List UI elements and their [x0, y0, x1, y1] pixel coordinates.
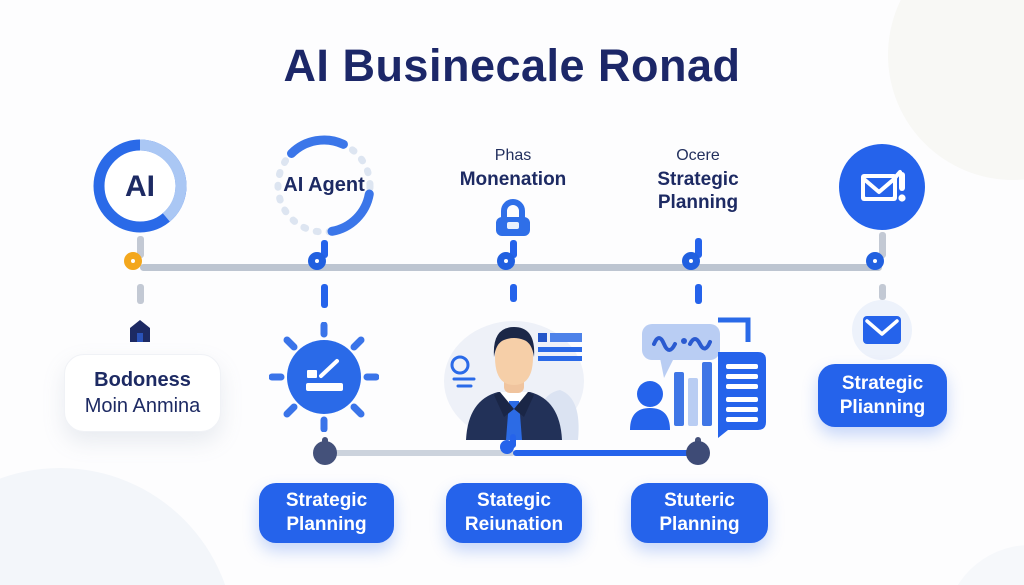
phase-3-heading: Phas Monenation: [438, 147, 588, 191]
sub-dot-1: [313, 441, 337, 465]
phase-4-heading-bold-1: Strategic: [657, 169, 739, 190]
phase-3-heading-light: Phas: [494, 147, 532, 164]
phase-5-button-line1: Strategic: [841, 372, 924, 394]
phase-4-heading-bold-2: Planning: [657, 192, 739, 213]
sub-stem-2: [510, 434, 516, 448]
house-icon: [127, 318, 153, 349]
presentation-chart-illustration: [622, 310, 772, 445]
phase-1-card-line2: Moin Anmina: [84, 395, 201, 417]
stem-below-3: [510, 284, 517, 302]
phase-4-heading-light: Ocere: [676, 147, 720, 164]
businessman-illustration: [438, 305, 588, 445]
phase-5-button-line2: Plianning: [839, 396, 926, 418]
dashed-progress-ring-icon: AI Agent: [272, 134, 376, 238]
envelope-icon: [852, 300, 912, 360]
sub-line-gray: [325, 450, 515, 456]
phase-2-button: Strategic Planning: [259, 483, 394, 543]
stem-below-4: [695, 284, 702, 304]
stem-below-5: [879, 284, 886, 300]
stem-above-4: [695, 238, 702, 258]
sub-dot-3: [686, 441, 710, 465]
sun-burst-icon: [268, 321, 380, 437]
ring-text-ai: AI: [125, 170, 155, 203]
stem-above-5: [879, 232, 886, 258]
phase-4-button: Stuteric Planning: [631, 483, 768, 543]
lock-icon: [489, 196, 537, 245]
phase-4-heading: Ocere Strategic Planning: [618, 147, 778, 214]
phase-3-button-line1: Stategic: [477, 490, 551, 511]
phase-4-button-line1: Stuteric: [664, 490, 735, 511]
stem-below-1: [137, 284, 144, 304]
ai-progress-ring-icon: AI: [92, 138, 188, 234]
decor-blob-bottom-left: [0, 468, 235, 585]
phase-3-button-line2: Reiunation: [464, 514, 564, 535]
stem-above-2: [321, 240, 328, 258]
phase-1-card: Bodoness Moin Anmina: [64, 354, 221, 432]
phase-5-button: Strategic Plianning: [818, 364, 947, 427]
phase-4-button-line2: Planning: [659, 514, 740, 535]
decor-blob-bottom-right: [945, 545, 1024, 585]
phase-3-heading-bold: Monenation: [459, 169, 567, 190]
timeline-node-5: [866, 252, 884, 270]
timeline-node-1: [124, 252, 142, 270]
ring-text-ai-agent: AI Agent: [283, 174, 365, 196]
phase-1-card-line1: Bodoness: [94, 369, 191, 391]
phase-3-button: Stategic Reiunation: [446, 483, 582, 543]
stem-above-3: [510, 240, 517, 258]
stem-above-1: [137, 236, 144, 258]
phase-2-button-line1: Strategic: [285, 490, 368, 511]
stem-below-2: [321, 284, 328, 308]
timeline-node-4: [682, 252, 700, 270]
sub-line-blue: [513, 450, 699, 456]
envelope-alert-icon: [839, 144, 925, 230]
timeline-node-2: [308, 252, 326, 270]
page-title: AI Businecale Ronad: [283, 40, 741, 91]
timeline-node-3: [497, 252, 515, 270]
phase-2-button-line2: Planning: [286, 514, 367, 535]
sub-dot-2: [500, 440, 514, 454]
